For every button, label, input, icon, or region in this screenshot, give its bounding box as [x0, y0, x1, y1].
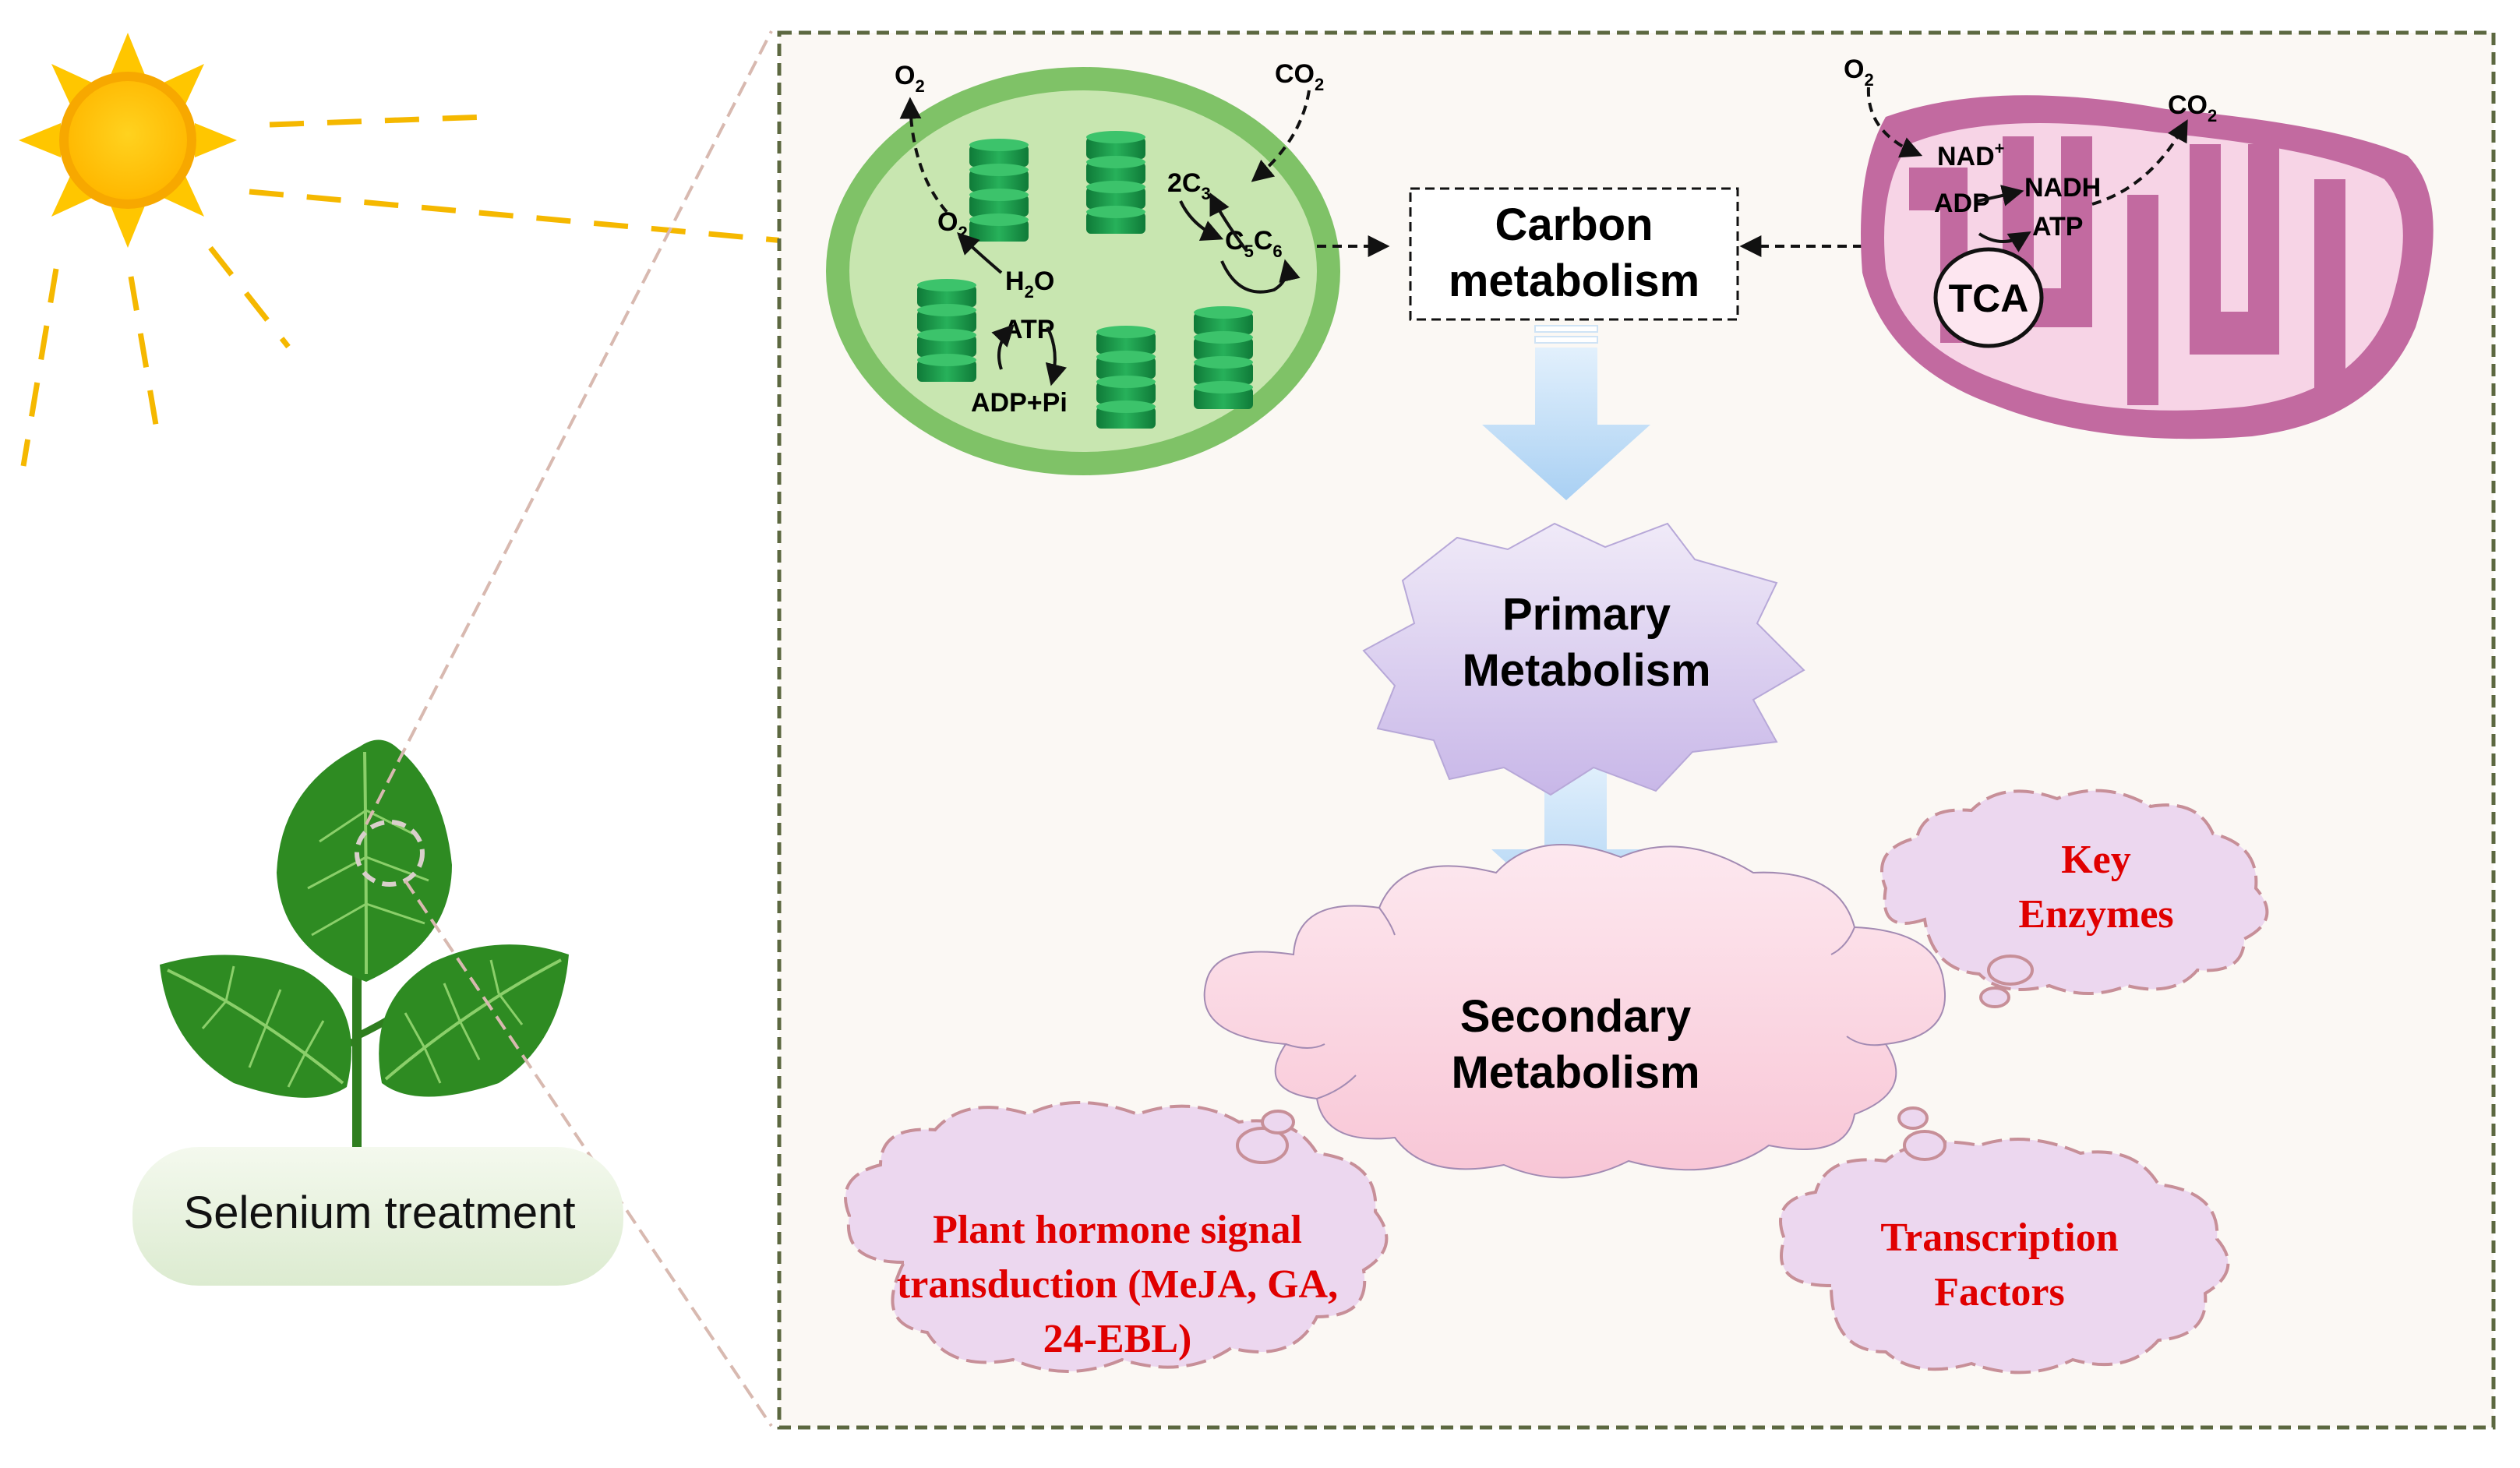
- plant-icon: [160, 739, 569, 1149]
- chl-c5c6: C5C6: [1225, 226, 1283, 261]
- transcription-line2: Factors: [1934, 1270, 2064, 1314]
- key-enzymes-cloud: Key Enzymes: [1880, 789, 2269, 1008]
- hormone-line3: 24-EBL): [1043, 1317, 1192, 1361]
- transcription-line1: Transcription: [1880, 1216, 2118, 1260]
- thylakoid-stack: [1086, 131, 1145, 234]
- carbon-line1: Carbon: [1495, 199, 1654, 250]
- transcription-factors-cloud: Transcription Factors: [1779, 1106, 2230, 1374]
- zoom-lines: [365, 30, 773, 1427]
- mito-atp: ATP: [2032, 212, 2083, 242]
- primary-line2: Metabolism: [1462, 645, 1710, 696]
- hormone-line2: transduction (MeJA, GA,: [897, 1262, 1338, 1307]
- key-enzymes-line2: Enzymes: [2018, 892, 2173, 937]
- key-enzymes-line1: Key: [2061, 838, 2131, 882]
- mito-arrows: [1866, 86, 2188, 252]
- secondary-line2: Metabolism: [1451, 1047, 1699, 1098]
- chl-h2o: H2O: [1005, 266, 1054, 302]
- thylakoid-stack: [969, 139, 1029, 242]
- chl-co2: CO2: [1275, 59, 1324, 94]
- chloroplast: O2 O2 H2O ATP ADP+Pi CO2 2C3 C5C6: [826, 59, 1390, 475]
- hormone-line1: Plant hormone signal: [933, 1208, 1302, 1252]
- selenium-label-box: Selenium treatment: [132, 1147, 623, 1286]
- carbon-line2: metabolism: [1449, 256, 1699, 306]
- secondary-metabolism-cloud: Secondary Metabolism: [1203, 844, 1946, 1179]
- carbon-metabolism-box: Carbon metabolism: [1409, 187, 1739, 321]
- sun-icon: [19, 33, 237, 248]
- mito-adp: ADP: [1934, 189, 1990, 218]
- chloroplast-arrows: [899, 90, 1390, 386]
- chl-2c3: 2C3: [1167, 168, 1211, 203]
- thylakoid-stack: [917, 279, 976, 382]
- primary-metabolism-shape: Primary Metabolism: [1362, 522, 1805, 796]
- selenium-label: Selenium treatment: [184, 1187, 576, 1238]
- mitochondrion: O2 CO2 NAD+ NADH ADP ATP TCA: [1844, 55, 2434, 439]
- mito-o2: O2: [1844, 55, 1874, 90]
- mito-co2: CO2: [2168, 90, 2217, 125]
- mito-nad: NAD+: [1937, 139, 2005, 171]
- chl-o2-top: O2: [895, 61, 925, 96]
- mito-tca: TCA: [1949, 277, 2029, 320]
- sun-rays: [20, 114, 866, 467]
- flow-arrow-1: [1482, 325, 1650, 500]
- plant-hormone-cloud: Plant hormone signal transduction (MeJA,…: [844, 1101, 1389, 1373]
- thylakoid-stack: [1096, 326, 1156, 429]
- primary-line1: Primary: [1502, 589, 1671, 640]
- secondary-line1: Secondary: [1460, 991, 1692, 1042]
- mito-nadh: NADH: [2024, 173, 2101, 203]
- thylakoid-stack: [1194, 306, 1253, 409]
- chl-adp-pi: ADP+Pi: [971, 388, 1068, 418]
